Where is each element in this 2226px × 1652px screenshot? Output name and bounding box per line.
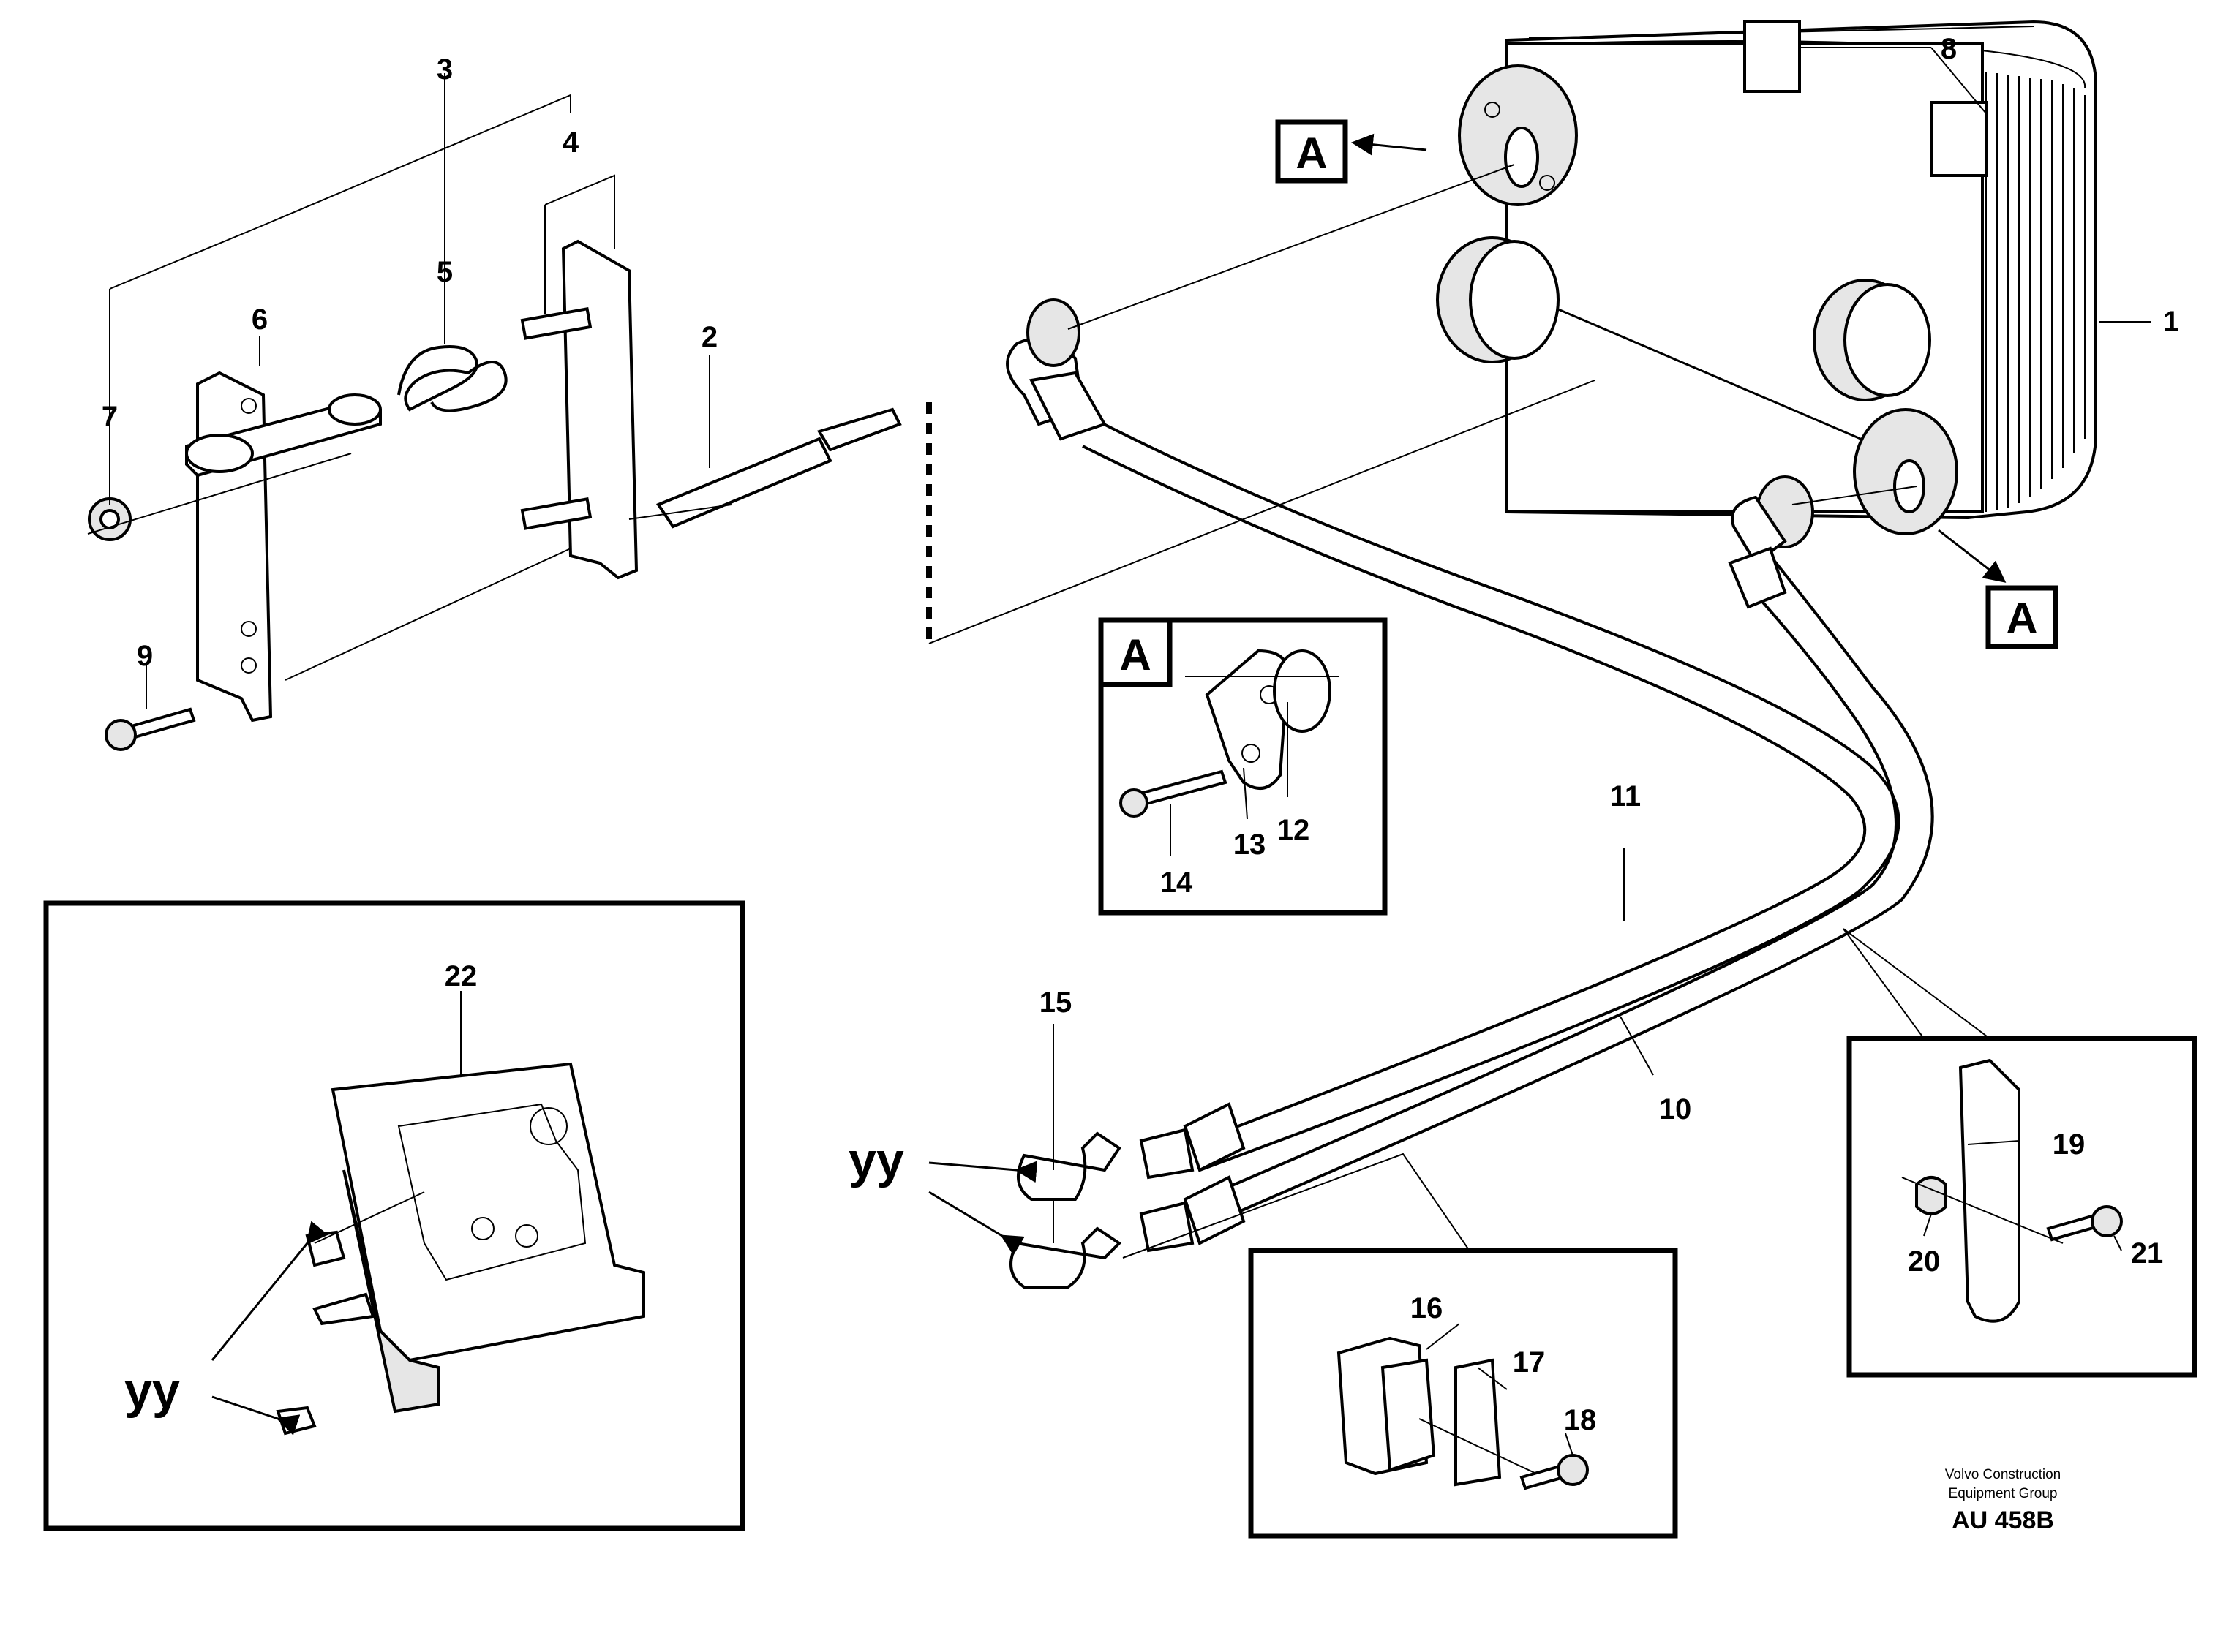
label-part-12: 12 — [1277, 814, 1310, 846]
label-part-13: 13 — [1233, 829, 1266, 861]
label-part-21: 21 — [2131, 1237, 2164, 1270]
oil-cooler — [1436, 20, 2097, 535]
label-part-6: 6 — [252, 303, 268, 336]
hose-assembly — [1006, 164, 1934, 1289]
credit-line-2: Equipment Group — [1949, 1486, 2058, 1501]
valve-detail-box — [43, 900, 745, 1531]
label-part-19: 19 — [2053, 1128, 2086, 1161]
detail-spacer-box — [1843, 928, 2197, 1378]
label-part-4: 4 — [563, 127, 579, 159]
label-part-10: 10 — [1659, 1093, 1692, 1125]
drawing-code: AU 458B — [1952, 1506, 2054, 1534]
marker-yy-valve: yy — [124, 1363, 180, 1419]
label-part-11: 11 — [1610, 780, 1641, 812]
label-part-18: 18 — [1564, 1404, 1597, 1436]
detail-arrows — [211, 133, 2007, 1436]
label-part-16: 16 — [1410, 1292, 1443, 1324]
marker-a-bottom-frame — [1985, 585, 2058, 649]
marker-a-bottom: A — [2006, 594, 2037, 643]
label-part-1: 1 — [2163, 306, 2179, 338]
label-part-5: 5 — [437, 256, 453, 288]
label-part-8: 8 — [1941, 33, 1957, 65]
label-part-7: 7 — [102, 401, 118, 433]
label-part-3: 3 — [437, 53, 453, 86]
marker-a-top-frame — [1275, 119, 1348, 184]
label-part-20: 20 — [1908, 1245, 1941, 1278]
label-part-2: 2 — [702, 321, 718, 353]
credit-line-1: Volvo Construction — [1945, 1467, 2061, 1482]
label-part-17: 17 — [1513, 1346, 1546, 1378]
marker-a-detail: A — [1119, 630, 1151, 679]
bracket-assembly — [87, 94, 1595, 751]
label-part-9: 9 — [137, 640, 153, 672]
detail-a-box — [1098, 617, 1388, 916]
marker-a-top: A — [1296, 129, 1327, 178]
marker-yy-hoses: yy — [849, 1133, 904, 1188]
leader-lines — [146, 47, 2151, 1456]
detail-clamp-box — [1122, 1153, 1678, 1539]
label-part-14: 14 — [1160, 867, 1193, 899]
label-part-22: 22 — [445, 960, 478, 992]
label-part-15: 15 — [1039, 987, 1072, 1019]
